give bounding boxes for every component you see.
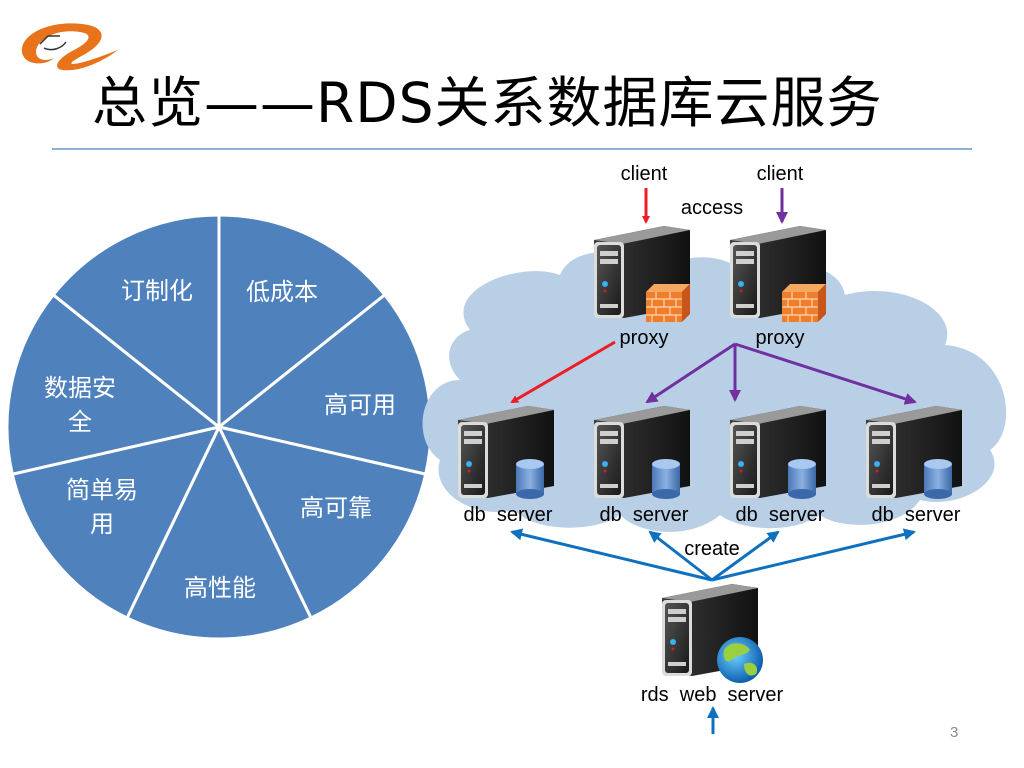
- pie-segment-label: 高可靠: [300, 494, 372, 522]
- client-label-1: client: [621, 163, 668, 185]
- pie-segment: [215, 292, 433, 476]
- pie-segment-label: 全: [68, 408, 92, 436]
- db-server-1: [458, 406, 554, 499]
- pie-segment-label: 低成本: [246, 278, 318, 306]
- db-server-label-3: db server: [736, 504, 825, 526]
- create-arrow-4: [711, 528, 916, 582]
- pie-segment: [51, 213, 221, 431]
- create-label: create: [684, 538, 740, 560]
- pie-segment: [125, 423, 313, 641]
- proxy-label-1: proxy: [620, 327, 669, 349]
- create-arrow-1: [510, 528, 713, 582]
- page-number: 3: [950, 724, 959, 741]
- db-server-label-2: db server: [600, 504, 689, 526]
- route-arrow-purple-1: [645, 342, 736, 404]
- pie-segment: [217, 213, 387, 431]
- db-server-label-1: db server: [464, 504, 553, 526]
- db-server-2: [594, 406, 690, 499]
- globe-icon: [717, 637, 763, 683]
- db-server-4: [866, 406, 962, 499]
- route-arrow-red: [510, 340, 616, 404]
- alibaba-logo-icon: [21, 23, 119, 71]
- pie-segment-label: 简单易: [66, 476, 138, 504]
- pie-segment-label: 高性能: [184, 574, 256, 602]
- pie-segment: [5, 292, 223, 476]
- slide-title: 总览——RDS关系数据库云服务: [92, 71, 883, 135]
- pie-segment-label: 用: [90, 510, 114, 538]
- cloud-background: [422, 251, 1007, 532]
- pie-segment: [10, 424, 222, 621]
- route-arrow-purple-3: [734, 342, 917, 405]
- access-label: access: [681, 197, 743, 219]
- db-server-label-4: db server: [872, 504, 961, 526]
- rds-web-server-label: rds web server: [641, 684, 784, 706]
- create-arrow-3: [711, 530, 780, 582]
- pie-segment-label: 数据安: [44, 374, 116, 402]
- pie-segment-label: 高可用: [324, 391, 396, 419]
- client-label-2: client: [757, 163, 804, 185]
- pie-segment: [216, 424, 428, 621]
- title-divider: [52, 148, 972, 150]
- proxy-server-1: [594, 226, 691, 323]
- pie-segment-label: 订制化: [121, 277, 193, 305]
- db-server-3: [730, 406, 826, 499]
- proxy-server-2: [730, 226, 827, 323]
- proxy-label-2: proxy: [756, 327, 805, 349]
- create-arrow-2: [648, 530, 713, 582]
